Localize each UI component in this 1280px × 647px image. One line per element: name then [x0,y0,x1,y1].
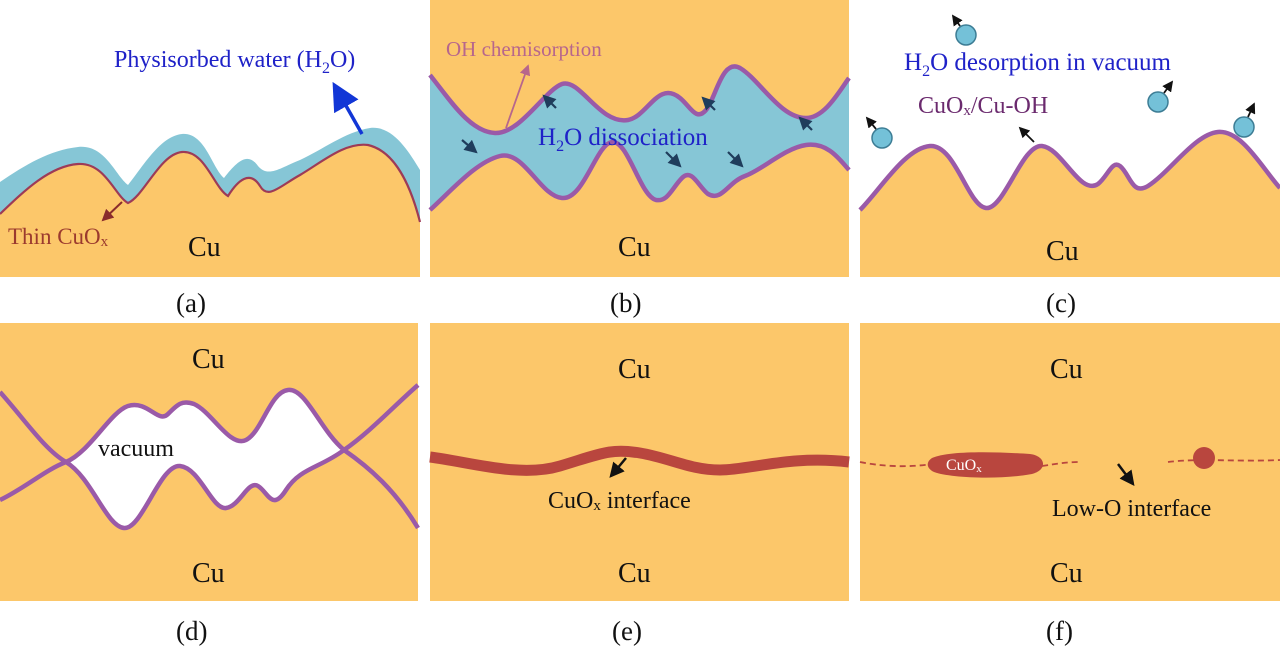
arrow-icon [609,457,627,478]
cu-label-top: Cu [1050,354,1083,385]
vacuum-label: vacuum [98,436,174,462]
cu-label-bottom: Cu [192,558,225,589]
arrow-icon [101,201,123,222]
cu-label: Cu [188,232,221,263]
cu-label-bottom: Cu [1050,558,1083,589]
hydroxide-line-upper [0,383,420,465]
caption-b: (b) [610,288,641,318]
hydroxide-line [858,129,1280,212]
panel-e: Cu CuOx interface Cu (e) [429,323,850,646]
cuox-interface-label: CuOx interface [548,488,691,514]
hydroxide-line-bottom [428,139,851,212]
cuox-island-label: CuOx [946,457,982,475]
low-o-dashed-line [1167,459,1280,463]
arrow-icon [332,81,364,135]
panel-d: Cu vacuum Cu (d) [0,323,420,646]
water-molecule-icon [1147,80,1174,113]
hydroxide-line-top [428,64,851,136]
cuox-interface-layer [429,445,850,476]
low-o-interface-label: Low-O interface [1052,496,1211,522]
low-o-dashed-line [1041,461,1081,467]
cuox-particle [1193,447,1215,469]
panel-f: CuOx Cu Low-O interface Cu (f) [859,323,1280,646]
cu-label-top: Cu [192,344,225,375]
caption-f: (f) [1046,616,1073,646]
physisorbed-water-label: Physisorbed water (H2O) [114,47,355,77]
arrow-icon [542,94,557,109]
arrow-icon [701,96,716,111]
oh-chemisorption-label: OH chemisorption [446,37,602,61]
arrow-icon [1018,126,1035,143]
h2o-dissociation-label: H2O dissociation [538,124,708,155]
arrow-icon [798,116,813,131]
caption-c: (c) [1046,288,1076,318]
arrow-icon [727,151,744,168]
cuox-island [927,452,1044,478]
panel-c: H2O desorption in vacuum CuOx/Cu-OH Cu (… [858,14,1280,318]
panel-a: Physisorbed water (H2O) Thin CuOx Cu (a) [0,47,422,318]
hydroxide-line-lower [0,447,420,531]
caption-a: (a) [176,288,206,318]
caption-e: (e) [612,616,642,646]
arrow-icon [505,64,531,129]
water-layer [0,127,420,222]
water-molecule-icon [951,14,977,46]
caption-d: (d) [176,616,207,646]
low-o-dashed-line [859,461,933,468]
copper-substrate [860,131,1280,277]
h2o-desorption-label: H2O desorption in vacuum [904,49,1172,80]
cu-label: Cu [618,232,651,263]
cu-label-top: Cu [618,354,651,385]
arrow-icon [665,151,682,168]
thin-oxide-line [0,143,422,223]
water-molecule-icon [865,116,893,149]
arrow-icon [1117,463,1135,486]
vacuum-gap [66,389,344,529]
arrow-icon [461,139,478,154]
cu-label-bottom: Cu [618,558,651,589]
cu-label: Cu [1046,236,1079,267]
thin-oxide-label: Thin CuOx [8,224,109,250]
cuox-cuoh-label: CuOx/Cu-OH [918,93,1048,119]
panel-b: OH chemisorption H2O dissociation Cu (b) [428,0,851,318]
water-molecule-icon [1233,102,1256,138]
